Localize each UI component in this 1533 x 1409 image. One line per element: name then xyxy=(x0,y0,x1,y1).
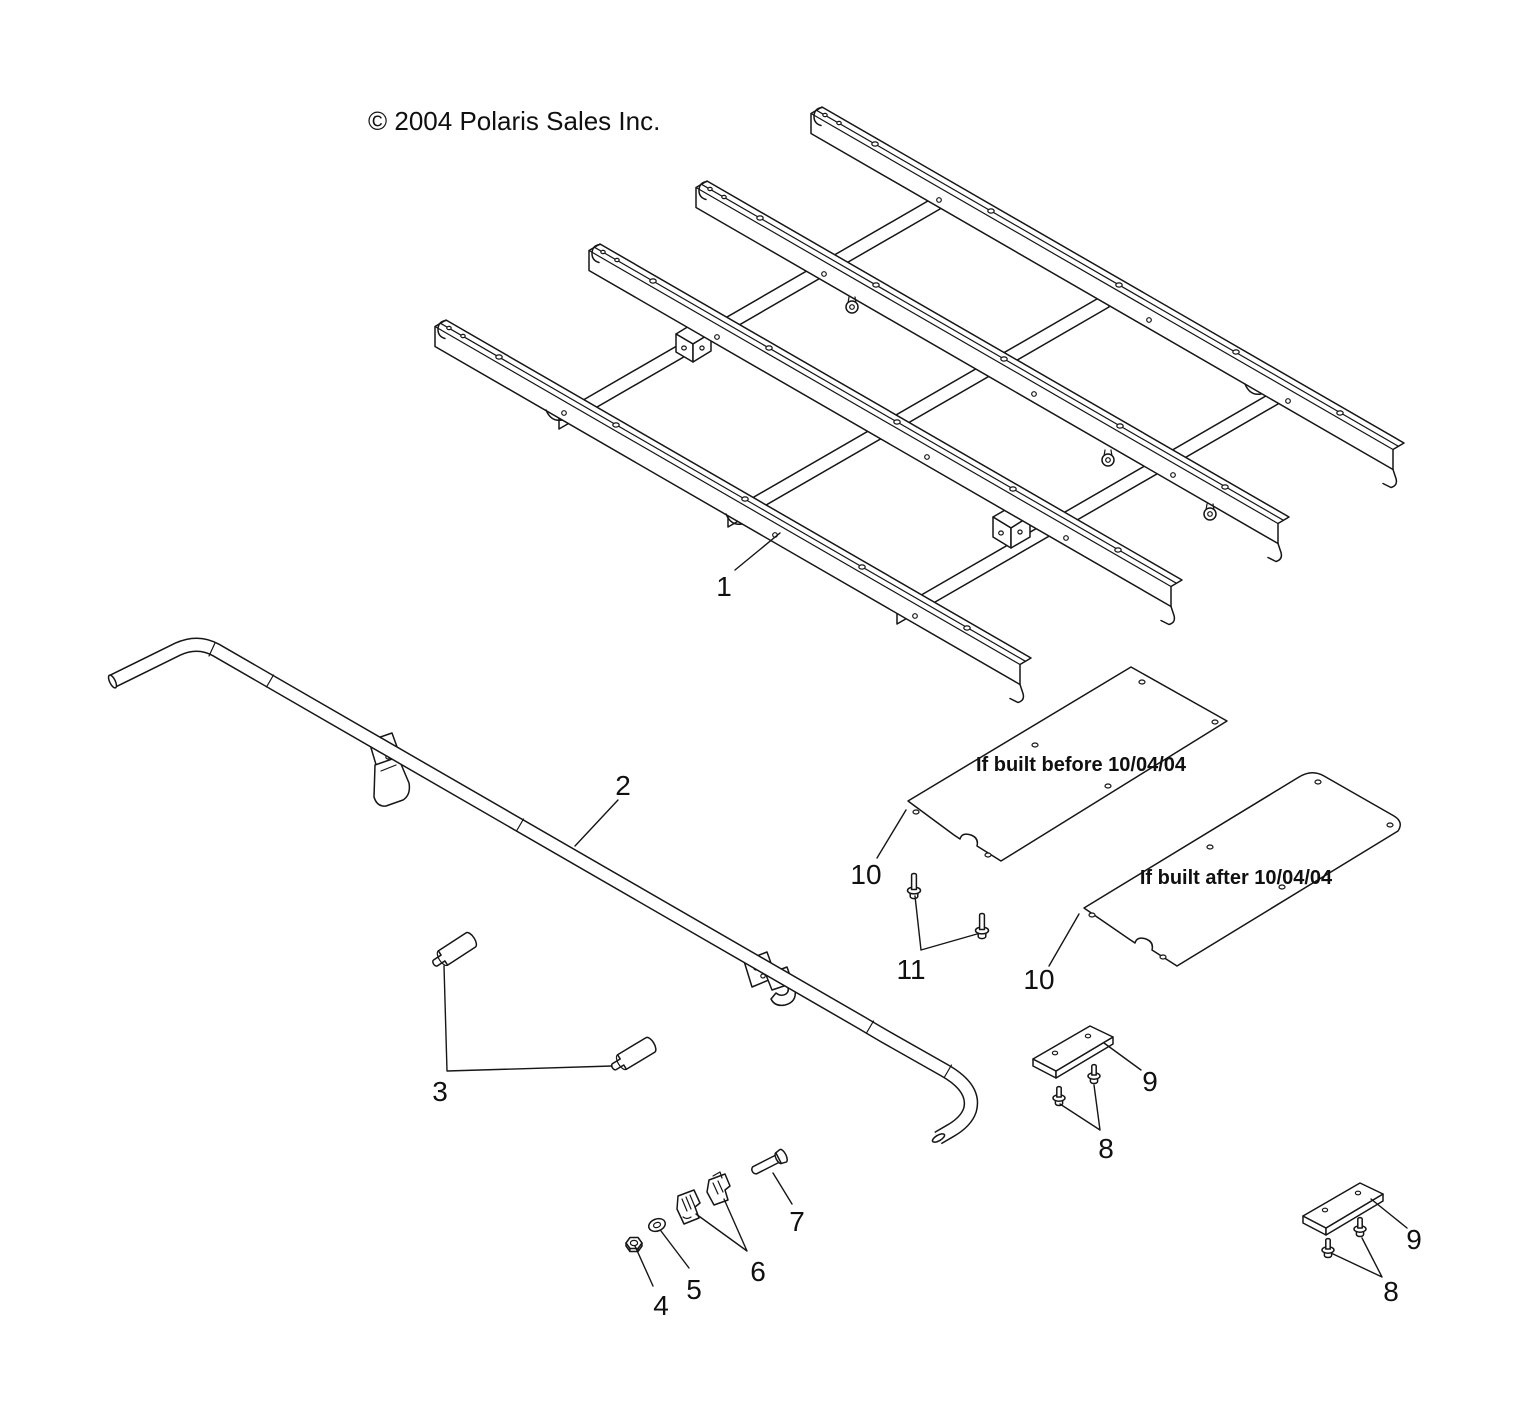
frame-eyelet-2 xyxy=(1101,449,1115,467)
clevis-pin xyxy=(751,1148,788,1175)
washer xyxy=(648,1217,666,1233)
seat-frame-assembly xyxy=(434,106,1405,704)
frame-rail-2 xyxy=(695,180,1290,563)
frame-rail-4 xyxy=(434,319,1032,704)
clamp-2 xyxy=(706,1171,731,1206)
screw-11-a xyxy=(906,872,922,900)
tube-open-end-left xyxy=(107,674,118,689)
callout-11: 11 xyxy=(896,954,925,985)
callout-4: 4 xyxy=(653,1290,669,1321)
note-built-after: If built after 10/04/04 xyxy=(1140,867,1333,889)
note-built-before: If built before 10/04/04 xyxy=(976,754,1187,776)
callout-10-left: 10 xyxy=(850,859,881,890)
callout-5: 5 xyxy=(686,1274,702,1305)
callout-9-left: 9 xyxy=(1142,1066,1158,1097)
callout-3: 3 xyxy=(432,1076,448,1107)
nut xyxy=(625,1236,643,1253)
callout-10-right: 10 xyxy=(1023,964,1054,995)
copyright-text: © 2004 Polaris Sales Inc. xyxy=(368,106,660,136)
callout-7: 7 xyxy=(789,1206,805,1237)
screw-8-a xyxy=(1052,1085,1066,1107)
callout-8-right: 8 xyxy=(1383,1276,1399,1307)
bushing-2 xyxy=(607,1034,659,1076)
callout-8-left: 8 xyxy=(1098,1133,1114,1164)
bumper-tube-assembly xyxy=(107,637,979,1145)
frame-rail-holes xyxy=(446,112,1344,631)
callout-1: 1 xyxy=(716,571,732,602)
frame-rail-1 xyxy=(810,106,1405,489)
bushing-1 xyxy=(428,929,480,972)
shim-plate-right xyxy=(1302,1182,1384,1236)
screw-8-d xyxy=(1353,1216,1367,1238)
screw-8-c xyxy=(1321,1237,1335,1259)
cover-plate-before xyxy=(907,666,1228,862)
tube-open-end-right xyxy=(931,1133,946,1143)
cover-plate-after xyxy=(1083,772,1401,967)
tube-section-marks xyxy=(208,642,953,1078)
frame-rail-3 xyxy=(588,243,1183,626)
callout-6: 6 xyxy=(750,1256,766,1287)
callout-9-right: 9 xyxy=(1406,1224,1422,1255)
screw-8-b xyxy=(1087,1063,1101,1085)
clamp-1 xyxy=(676,1189,701,1225)
leader-lines xyxy=(443,532,1408,1287)
shim-plate-left xyxy=(1032,1025,1114,1079)
screw-11-b xyxy=(974,912,990,940)
bumper-tube xyxy=(109,637,979,1145)
callout-2: 2 xyxy=(615,770,631,801)
